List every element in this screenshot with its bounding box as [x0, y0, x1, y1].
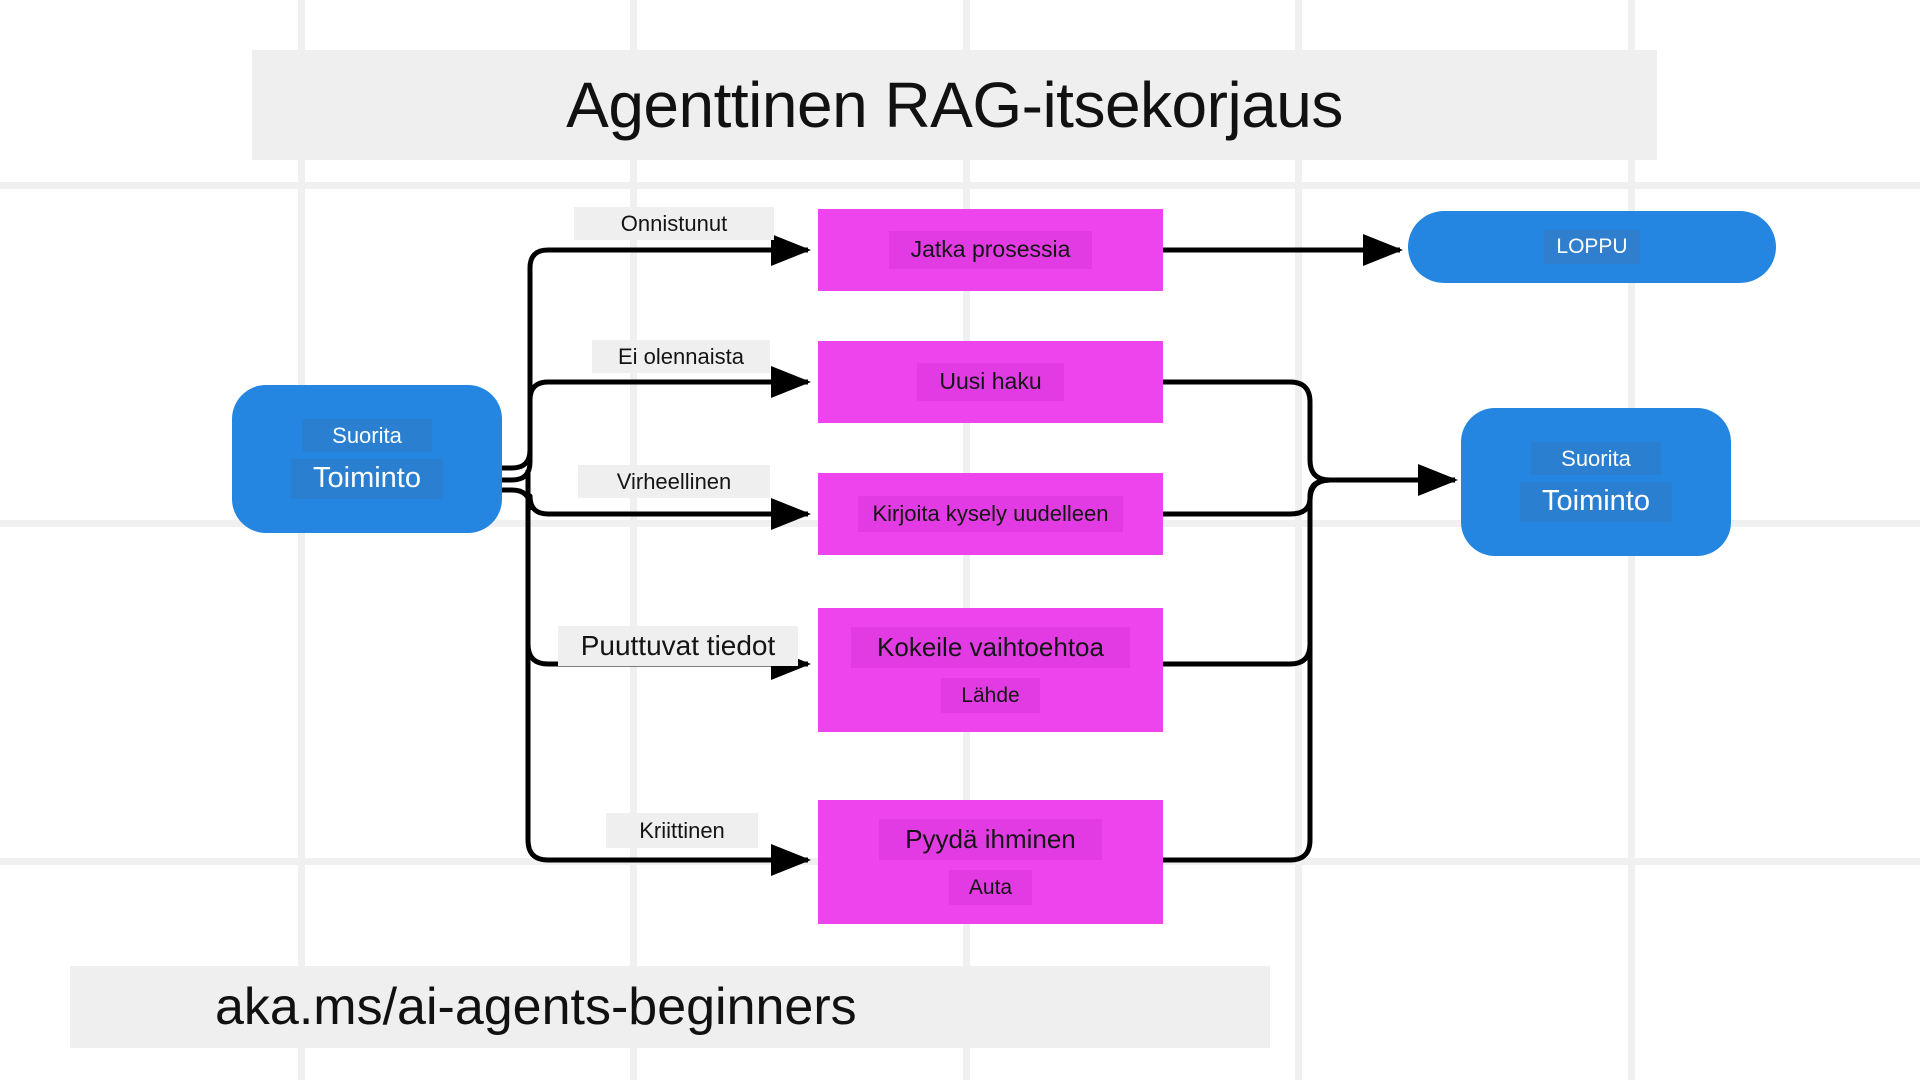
- edge-start-to-new-search: [502, 365, 811, 471]
- edge-label-incorrect-text: Virheellinen: [616, 468, 732, 494]
- node-alternative[interactable]: Kokeile vaihtoehtoa Lähde: [818, 608, 1163, 732]
- footer-banner: aka.ms/ai-agents-beginners: [70, 966, 1270, 1048]
- edge-label-success: Onnistunut: [574, 207, 774, 240]
- edge-label-missing-info: Puuttuvat tiedot: [558, 626, 798, 666]
- title-banner: Agenttinen RAG-itsekorjaus: [252, 50, 1657, 160]
- node-end[interactable]: LOPPU: [1408, 211, 1776, 283]
- grid-line-vertical: [1295, 0, 1302, 1080]
- edge-rewrite-to-retry: [1163, 477, 1331, 517]
- edge-label-missing-info-text: Puuttuvat tiedot: [580, 630, 776, 661]
- edge-label-critical: Kriittinen: [606, 813, 758, 848]
- node-new-search-label: Uusi haku: [917, 363, 1064, 401]
- grid-line-vertical: [630, 0, 637, 1080]
- edge-new-search-to-retry: [1163, 379, 1458, 496]
- footer-link[interactable]: aka.ms/ai-agents-beginners: [215, 978, 857, 1036]
- edge-human-to-retry: [1163, 477, 1331, 863]
- node-human-line1: Pyydä ihminen: [879, 818, 1102, 860]
- edge-label-incorrect: Virheellinen: [578, 465, 770, 498]
- node-start-line2: Toiminto: [291, 459, 443, 499]
- edge-label-not-relevant: Ei olennaista: [592, 340, 770, 373]
- node-rewrite-label: Kirjoita kysely uudelleen: [858, 495, 1123, 533]
- node-retry-line2: Toiminto: [1520, 482, 1672, 522]
- grid-line-vertical: [298, 0, 305, 1080]
- node-alternative-line2: Lähde: [941, 678, 1040, 714]
- node-start[interactable]: Suorita Toiminto: [232, 385, 502, 533]
- grid-line-horizontal: [0, 182, 1920, 189]
- node-start-line1: Suorita: [302, 419, 432, 453]
- node-continue[interactable]: Jatka prosessia: [818, 209, 1163, 291]
- node-retry-line1: Suorita: [1531, 442, 1661, 476]
- node-rewrite[interactable]: Kirjoita kysely uudelleen: [818, 473, 1163, 555]
- node-continue-label: Jatka prosessia: [888, 231, 1093, 269]
- node-alternative-line1: Kokeile vaihtoehtoa: [851, 626, 1130, 668]
- page-title: Agenttinen RAG-itsekorjaus: [566, 69, 1343, 141]
- node-human[interactable]: Pyydä ihminen Auta: [818, 800, 1163, 924]
- node-retry[interactable]: Suorita Toiminto: [1461, 408, 1731, 556]
- edge-start-to-human: [525, 470, 811, 876]
- edge-label-not-relevant-text: Ei olennaista: [618, 343, 744, 369]
- edge-label-success-text: Onnistunut: [620, 210, 728, 236]
- node-human-line2: Auta: [948, 870, 1033, 906]
- edge-label-critical-text: Kriittinen: [639, 817, 725, 843]
- edge-start-to-continue: [502, 233, 811, 483]
- node-end-label: LOPPU: [1544, 230, 1640, 264]
- node-new-search[interactable]: Uusi haku: [818, 341, 1163, 423]
